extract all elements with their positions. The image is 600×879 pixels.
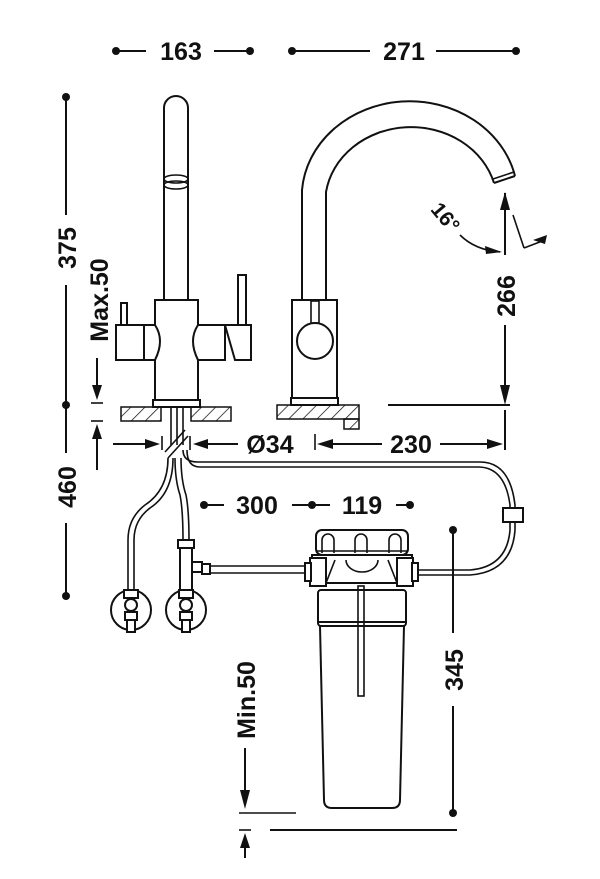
dim-hole-diameter-label: Ø34 xyxy=(246,431,293,459)
dim-hose-length: 460 xyxy=(54,405,82,600)
dim-filter-width-label: 119 xyxy=(342,492,382,520)
dim-tap-width: 163 xyxy=(112,38,254,66)
dim-spout-to-hole-label: 230 xyxy=(390,431,432,459)
angle-valve-left xyxy=(110,589,152,633)
dim-spout-reach-label: 271 xyxy=(383,38,425,66)
dim-hole-diameter: Ø34 xyxy=(113,431,294,459)
angle-valve-right xyxy=(165,589,207,633)
dim-max-deck-thickness: Max.50 xyxy=(86,258,114,470)
dim-min-floor-label: Min.50 xyxy=(233,661,261,739)
countertop-right xyxy=(276,404,510,430)
dim-spout-reach: 271 xyxy=(288,38,520,66)
dim-filter-width: 119 xyxy=(312,492,414,520)
dim-spout-to-hole: 230 xyxy=(314,431,503,459)
dim-tap-height: 375 xyxy=(54,93,82,409)
dim-tap-height-label: 375 xyxy=(54,227,82,269)
side-view-tap xyxy=(290,100,516,406)
dim-min-floor-clearance: Min.50 xyxy=(233,661,457,858)
dim-tap-width-label: 163 xyxy=(160,38,202,66)
dim-filter-offset: 300 xyxy=(200,492,316,520)
dim-filter-offset-label: 300 xyxy=(236,492,278,520)
dim-spout-angle: 16° xyxy=(426,192,547,255)
countertop-left xyxy=(120,406,232,422)
supply-hoses xyxy=(127,407,524,590)
dim-max-deck-label: Max.50 xyxy=(86,258,114,341)
dim-spout-angle-label: 16° xyxy=(426,198,464,237)
mixer-tap xyxy=(115,95,252,408)
dim-spout-outlet-label: 266 xyxy=(493,275,521,317)
dim-filter-height: 345 xyxy=(441,526,469,817)
dim-hose-length-label: 460 xyxy=(54,466,82,508)
dim-filter-height-label: 345 xyxy=(441,649,469,691)
water-filter xyxy=(304,529,419,809)
dim-spout-outlet-height: 266 xyxy=(493,275,521,450)
t-connector xyxy=(177,539,310,591)
